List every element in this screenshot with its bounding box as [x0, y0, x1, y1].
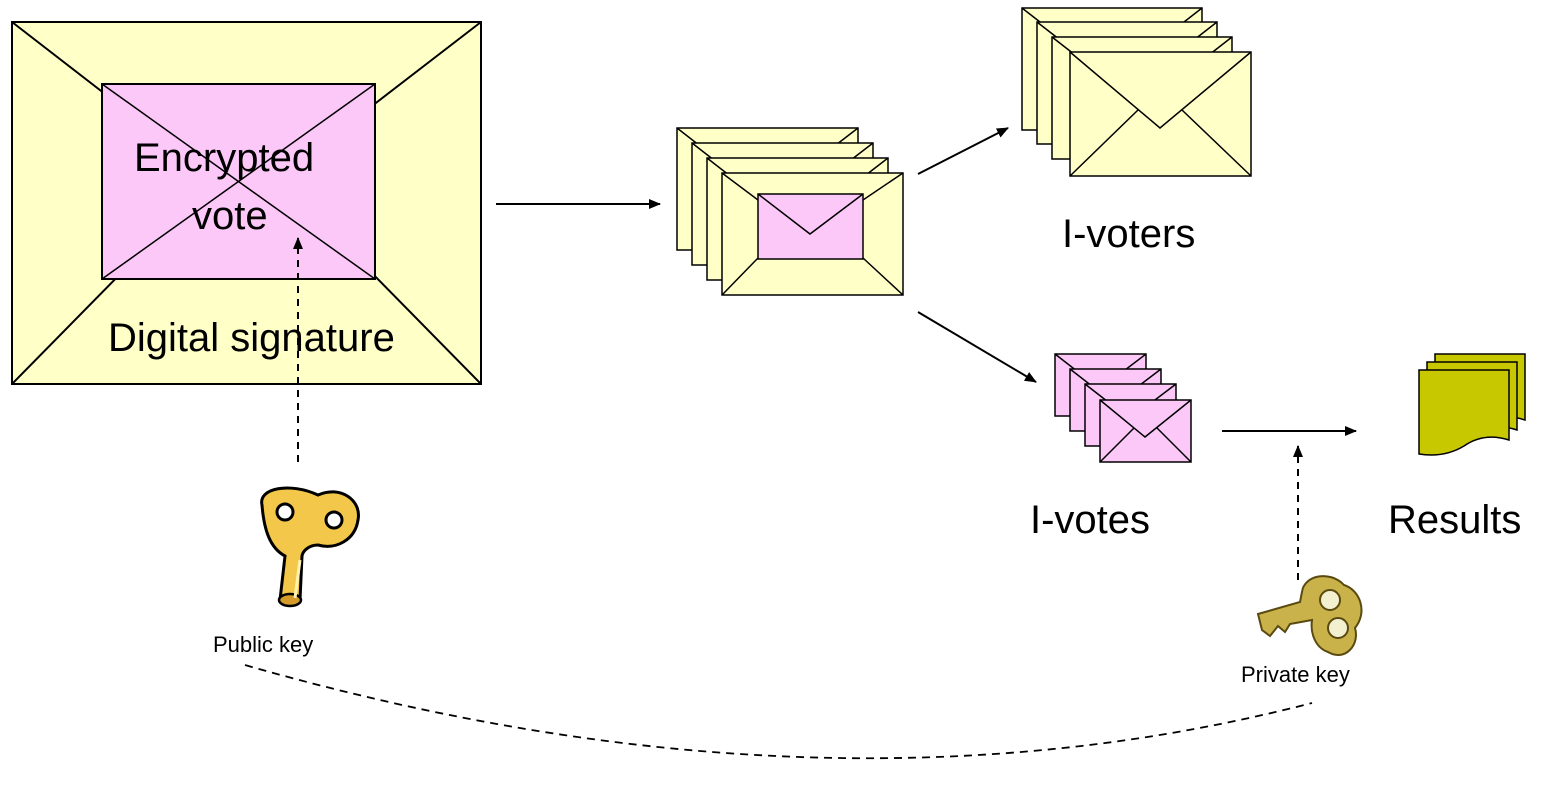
private-key-label: Private key — [1241, 662, 1350, 687]
public-key-label: Public key — [213, 632, 314, 657]
to-voters-arrow — [917, 127, 1009, 175]
encrypted-vote-envelope — [101, 83, 376, 280]
i-voters-label: I-voters — [1062, 212, 1196, 256]
key-icon — [260, 486, 360, 608]
document-stack-icon — [1418, 353, 1526, 456]
collected-envelopes-stack — [676, 127, 904, 296]
antique-key-icon — [1256, 575, 1363, 656]
encrypted-vote-label-line1: Encrypted — [134, 136, 315, 180]
key-pair-link — [244, 664, 1313, 760]
digital-signature-label: Digital signature — [108, 316, 395, 360]
results-label: Results — [1388, 498, 1522, 542]
to-votes-arrow — [917, 311, 1037, 383]
i-voters-envelopes — [1021, 7, 1252, 177]
i-votes-envelopes — [1054, 353, 1192, 463]
i-votes-label: I-votes — [1030, 498, 1151, 542]
encrypted-vote-label-line2: vote — [192, 194, 268, 238]
